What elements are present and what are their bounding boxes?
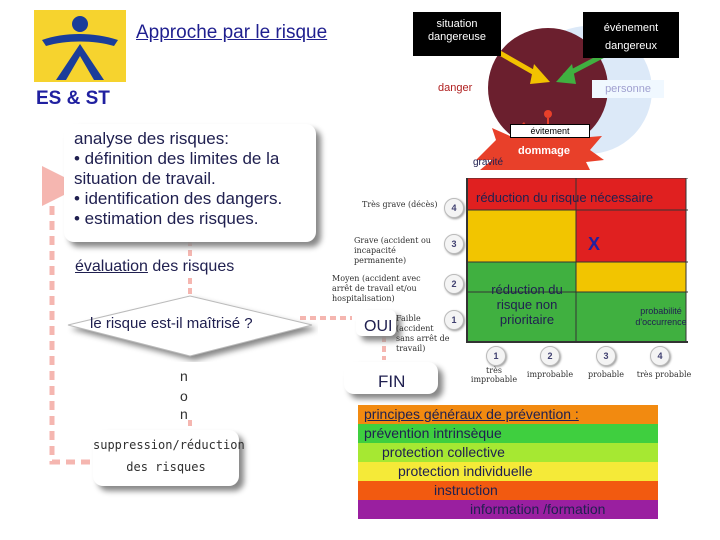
probability-axis-label: probabilité d'occurrence [635, 306, 687, 327]
principle-item: prévention intrinsèque [358, 424, 658, 443]
yes-label: OUI [364, 318, 393, 335]
situation-line: situation [436, 18, 478, 30]
oui-box [356, 310, 396, 336]
analyse-text: analyse des risques: • définition des li… [74, 129, 282, 229]
analyse-line: • définition des limites de la [74, 149, 280, 168]
analyse-line: • identification des dangers. [74, 189, 283, 208]
analyse-line: • estimation des risques. [74, 209, 259, 228]
probability-label: probable [587, 370, 625, 379]
severity-label: Moyen (accident avec arrêt de travail et… [332, 274, 421, 303]
severity-number: 4 [444, 198, 464, 218]
subtitle: ES & ST [36, 88, 110, 109]
person-label: personne [592, 80, 664, 98]
suppression-line: des risques [126, 460, 206, 474]
probability-number: 4 [650, 346, 670, 366]
risk-marker: X [588, 234, 601, 254]
matrix-mid-zone [466, 210, 576, 262]
analyse-line: situation de travail. [74, 169, 216, 188]
evaluation-label: évaluation des risques [75, 258, 234, 276]
severity-label: Très grave (décès) [362, 200, 438, 209]
end-label: FIN [378, 372, 406, 391]
probability-number: 3 [596, 346, 616, 366]
principles-title: principes généraux de prévention : [358, 405, 658, 424]
no-letter: n [180, 406, 188, 422]
low-zone-label: réduction du risque non prioritaire [491, 282, 563, 327]
no-letter: n [180, 368, 188, 384]
evaluation-rest: des risques [147, 258, 235, 275]
probability-number: 2 [540, 346, 560, 366]
severity-number: 1 [444, 310, 464, 330]
principle-item: instruction [358, 481, 658, 500]
severity-number: 2 [444, 274, 464, 294]
no-letter: o [180, 388, 188, 404]
principle-item: protection collective [358, 443, 658, 462]
analyse-line: analyse des risques: [74, 129, 229, 148]
matrix-high-zone [576, 210, 686, 262]
probability-label: improbable [526, 370, 574, 379]
evaluation-underlined: évaluation [75, 258, 148, 275]
matrix-mid-zone [576, 262, 686, 292]
severity-label: Grave (accident ou incapacité permanente… [354, 236, 431, 265]
probability-label: très probable [636, 370, 692, 379]
matrix-low-zone [466, 262, 576, 342]
avoidance-label: évitement [510, 124, 590, 138]
fin-box [344, 362, 438, 394]
matrix-low-zone [576, 292, 686, 342]
event-line: événement [603, 22, 659, 34]
probability-number: 1 [486, 346, 506, 366]
high-zone-label: réduction du risque nécessaire [476, 190, 654, 205]
situation-line: dangereuse [427, 31, 487, 43]
severity-label: Faible (accident sans arrêt de travail) [396, 314, 450, 353]
probability-label: très improbable [470, 366, 518, 384]
decision-question: le risque est-il maîtrisé ? [90, 315, 253, 332]
principle-item: information /formation [358, 500, 658, 519]
principles-panel: principes généraux de prévention : préve… [358, 405, 658, 519]
situation-box: situation dangereuse [413, 12, 501, 56]
gravity-axis-label: gravité [473, 157, 504, 168]
logo [34, 10, 126, 82]
analyse-box [64, 124, 316, 242]
event-line: dangereux [605, 40, 657, 52]
principle-item: protection individuelle [358, 462, 658, 481]
matrix-grid [466, 178, 688, 343]
danger-label: danger [438, 82, 473, 94]
severity-number: 3 [444, 234, 464, 254]
page-title[interactable]: Approche par le risque [136, 22, 328, 43]
suppression-line: suppression/réduction [93, 438, 245, 452]
decision-diamond [67, 295, 313, 357]
damage-label: dommage [518, 145, 570, 157]
suppression-box [93, 430, 239, 486]
event-box: événement dangereux [583, 12, 679, 58]
